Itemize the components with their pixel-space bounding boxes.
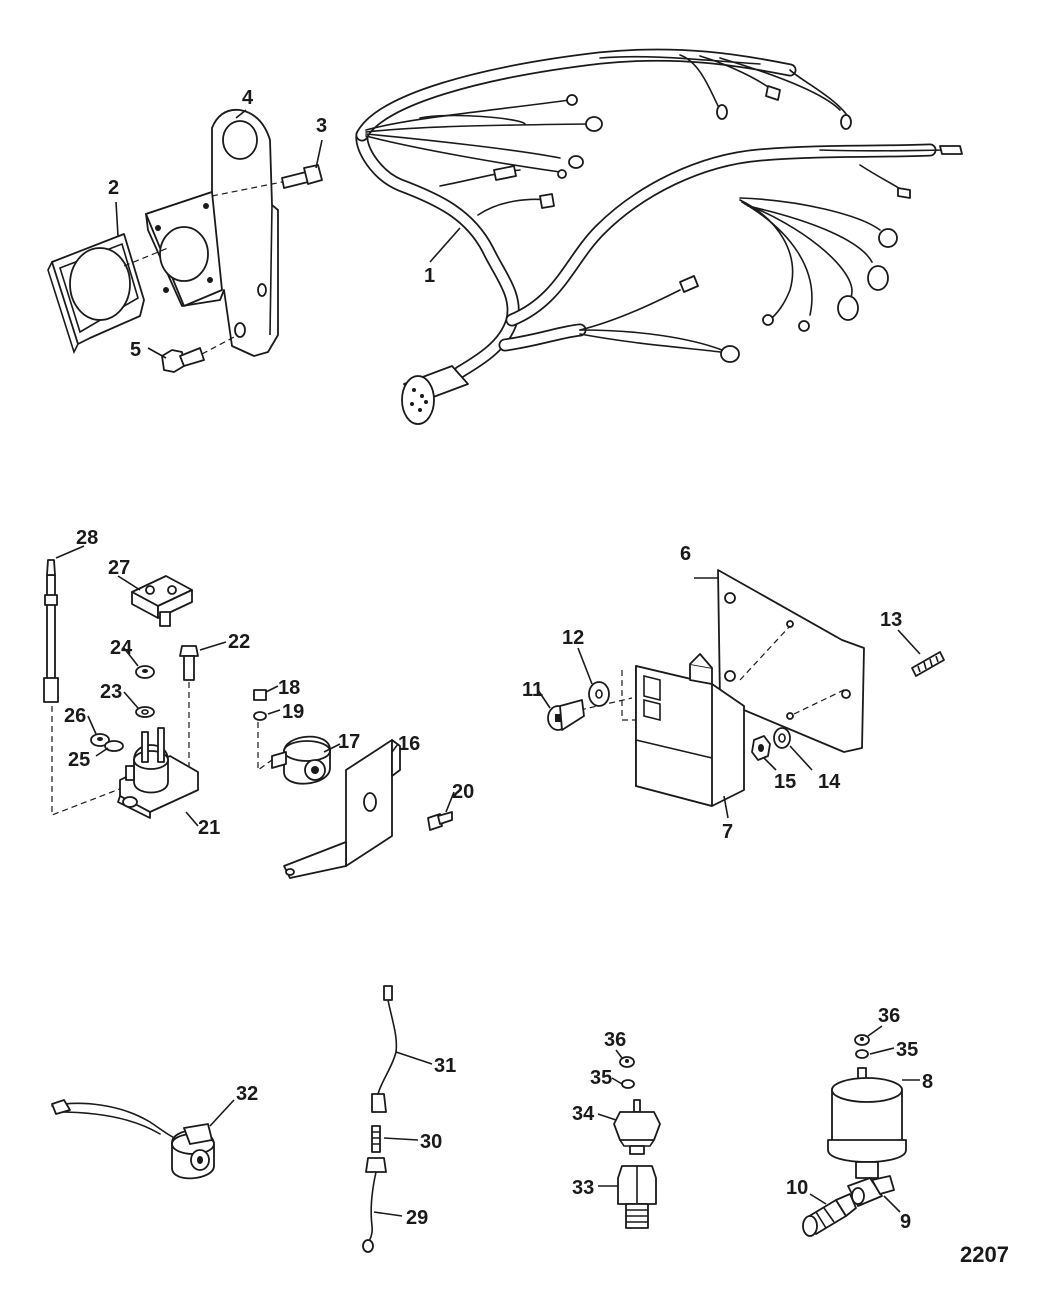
callout-18: 18 [278,677,300,699]
callout-1: 1 [424,265,435,287]
part-17-switch[interactable] [271,735,331,785]
part-34-pressure-switch[interactable] [613,1099,661,1155]
callout-25: 25 [68,749,90,771]
callout-36a: 36 [604,1029,626,1051]
callout-labels: 1 2 3 4 5 6 7 8 9 10 11 12 13 14 15 16 1… [64,87,1009,1267]
part-1-wiring-harness[interactable] [355,48,963,425]
callout-35a: 35 [590,1067,612,1089]
bracket-assembly [47,108,323,373]
callout-29: 29 [406,1207,428,1229]
callout-21: 21 [198,817,220,839]
callout-35b: 35 [896,1039,918,1061]
callout-15: 15 [774,771,796,793]
module-assembly [547,569,945,807]
callout-10: 10 [786,1177,808,1199]
part-35-washer-a[interactable] [621,1079,635,1089]
callout-34: 34 [572,1103,595,1125]
part-8-oil-sender[interactable] [827,1067,907,1179]
part-20-screw[interactable] [427,811,453,831]
leader-lines [55,109,921,1217]
callout-2: 2 [108,177,119,199]
callout-19: 19 [282,701,304,723]
callout-8: 8 [922,1071,933,1093]
callout-6: 6 [680,543,691,565]
part-22-bolt[interactable] [179,645,199,681]
part-21-solenoid[interactable] [117,727,199,819]
callout-4: 4 [242,87,254,109]
callout-36b: 36 [878,1005,900,1027]
part-31-lead[interactable] [371,985,398,1113]
callout-9: 9 [900,1211,911,1233]
part-19-washer[interactable] [253,711,267,721]
callout-28: 28 [76,527,98,549]
callout-3: 3 [316,115,327,137]
callout-31: 31 [434,1055,456,1077]
part-3-screw[interactable] [281,164,323,189]
callout-33: 33 [572,1177,594,1199]
part-5-bolt[interactable] [161,347,205,373]
part-9-tee-fitting[interactable] [847,1175,895,1207]
callout-12: 12 [562,627,584,649]
sensor-group [51,985,907,1253]
callout-7: 7 [722,821,733,843]
callout-14: 14 [818,771,841,793]
part-13-stud[interactable] [911,651,945,677]
part-12-washer[interactable] [588,681,610,707]
part-23-washer[interactable] [135,706,155,718]
callout-20: 20 [452,781,474,803]
part-16-bracket[interactable] [283,739,401,879]
part-32-sensor[interactable] [51,1099,215,1180]
callout-5: 5 [130,339,141,361]
part-35-washer-b[interactable] [855,1049,869,1059]
part-18-screw[interactable] [253,689,267,701]
part-7-module[interactable] [635,653,745,807]
part-28-stud[interactable] [43,559,59,703]
callout-24: 24 [110,637,133,659]
part-11-screw[interactable] [547,699,585,731]
part-27-clip[interactable] [131,575,193,627]
callout-32: 32 [236,1083,258,1105]
callout-30: 30 [420,1131,442,1153]
callout-23: 23 [100,681,122,703]
part-33-adapter[interactable] [617,1165,657,1229]
callout-27: 27 [108,557,130,579]
callout-16: 16 [398,733,420,755]
callout-13: 13 [880,609,902,631]
callout-17: 17 [338,731,360,753]
callout-22: 22 [228,631,250,653]
callout-11: 11 [522,679,543,701]
figure-id: 2207 [960,1242,1009,1267]
part-10-switch[interactable] [802,1193,857,1237]
part-14-washer[interactable] [773,727,791,749]
part-29-sender[interactable] [362,1157,387,1253]
callout-26: 26 [64,705,86,727]
part-25-washer[interactable] [104,740,124,752]
solenoid-assembly [43,559,453,879]
part-30-spring[interactable] [371,1125,381,1153]
